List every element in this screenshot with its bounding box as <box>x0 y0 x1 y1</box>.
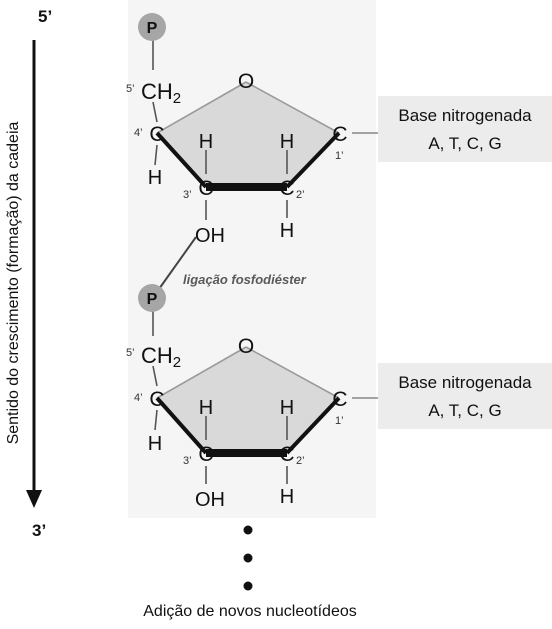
ring-oxygen-label: O <box>238 70 254 93</box>
ring-oxygen-label: O <box>238 335 254 358</box>
c4-carbon-label: C <box>149 388 164 411</box>
c1-carbon-label: C <box>332 123 347 146</box>
nucleotide-bottom: P 5’ CH2 O 4’ C H H H 3’ C C 2’ C 1’ OH … <box>126 284 552 511</box>
svg-text:P: P <box>147 291 158 308</box>
c3-hydroxyl-label: OH <box>195 489 225 511</box>
c4-number-label: 4’ <box>134 127 143 139</box>
c4-number-label: 4’ <box>134 392 143 404</box>
c1-number-label: 1’ <box>335 415 344 427</box>
c5-number-label: 5’ <box>126 347 135 359</box>
svg-text:P: P <box>147 20 158 37</box>
c4-h-up: H <box>199 131 213 153</box>
base-letters-label: A, T, C, G <box>428 401 501 420</box>
base-title-label: Base nitrogenada <box>398 373 532 392</box>
phosphate-group-top <box>138 13 166 41</box>
c3-carbon-label: C <box>198 443 213 466</box>
base-box-top <box>378 96 552 162</box>
c2-number-label: 2’ <box>296 189 305 201</box>
c5-number-label: 5’ <box>126 83 135 95</box>
c2-h-down: H <box>280 220 294 242</box>
c5-ch2-label: CH2 <box>141 343 181 371</box>
c2-number-label: 2’ <box>296 455 305 467</box>
nucleotide-top: P 5’ CH2 O 4’ C H H H 3’ C C 2’ C 1’ OH … <box>126 13 552 247</box>
phosphodiester-bond-label: ligação fosfodiéster <box>183 272 307 287</box>
c1-carbon-label: C <box>332 388 347 411</box>
continuation-dot <box>243 525 253 535</box>
continuation-dot <box>243 553 253 563</box>
phosphodiester-bond-line <box>158 236 197 290</box>
c4-h-down: H <box>148 433 162 455</box>
c2-h-down: H <box>280 486 294 508</box>
c2-carbon-label: C <box>279 177 294 200</box>
base-title-label: Base nitrogenada <box>398 106 532 125</box>
base-letters-label: A, T, C, G <box>428 134 501 153</box>
c4-h-up: H <box>199 397 213 419</box>
three-prime-end-label: 3’ <box>32 521 46 540</box>
c3-number-label: 3’ <box>183 455 192 467</box>
c2-h-up: H <box>280 131 294 153</box>
growth-direction-label: Sentido do crescimento (formação) da cad… <box>5 121 22 444</box>
c4-h-down: H <box>148 167 162 189</box>
five-prime-end-label: 5’ <box>38 7 52 26</box>
c3-hydroxyl-label: OH <box>195 225 225 247</box>
c3-number-label: 3’ <box>183 189 192 201</box>
c4-carbon-label: C <box>149 123 164 146</box>
base-box-bottom <box>378 363 552 429</box>
phosphate-group-bottom <box>138 284 166 312</box>
c3-carbon-label: C <box>198 177 213 200</box>
caption: Adição de novos nucleotídeos <box>143 603 356 620</box>
growth-arrow-head <box>26 490 42 508</box>
c2-carbon-label: C <box>279 443 294 466</box>
c1-number-label: 1’ <box>335 150 344 162</box>
c5-ch2-label: CH2 <box>141 79 181 107</box>
c2-h-up: H <box>280 397 294 419</box>
continuation-dot <box>243 581 253 591</box>
